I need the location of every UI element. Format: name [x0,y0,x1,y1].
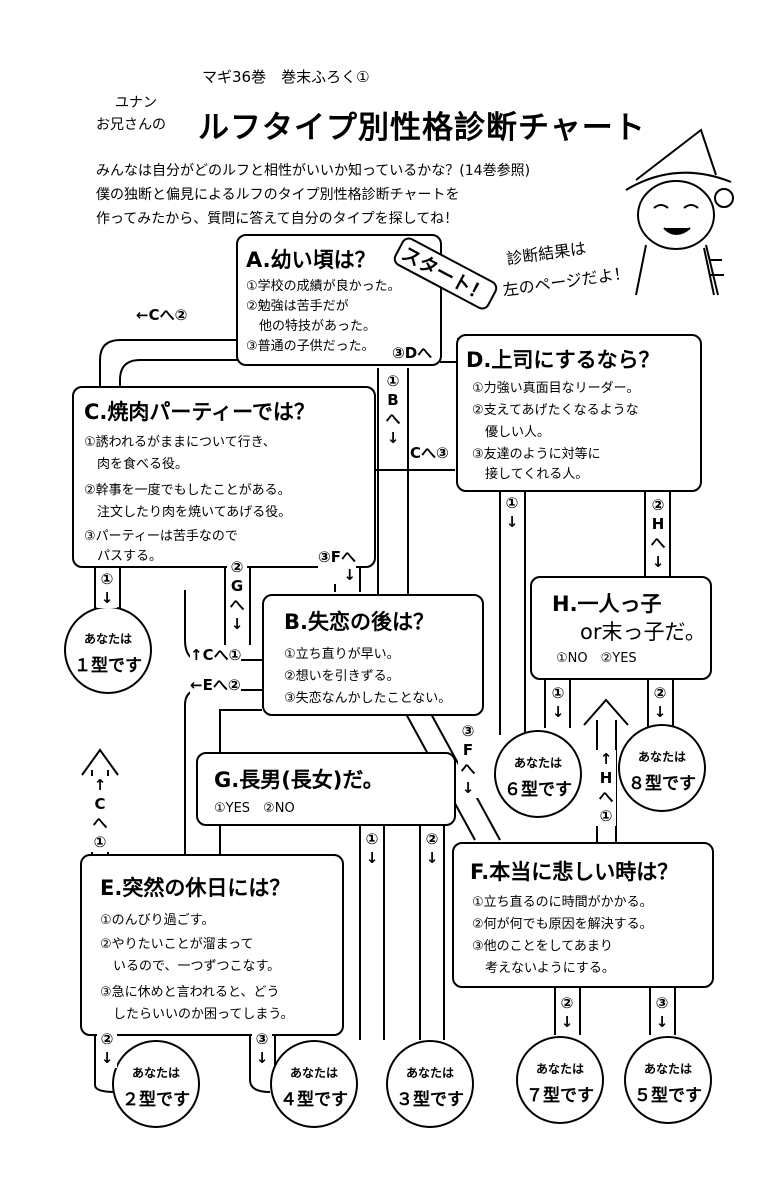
question-a-option-2b: 他の特技があった。 [246,319,377,334]
result-7-type: ７型です [526,1086,594,1106]
branch-a-1: ① B へ ↓ [383,372,403,448]
question-f-option-1: ①立ち直るのに時間がかかる。 [472,895,653,910]
question-e-option-3b: したらいいのか困ってしまう。 [100,1007,294,1022]
result-5-label: あなたは [643,1062,692,1076]
result-type-2: あなたは ２型です [112,1040,200,1128]
branch-e-3: ③ ↓ [252,1030,272,1068]
author-line-2: お兄さんの [96,117,166,133]
branch-d-3: Cへ③ [410,444,449,462]
question-b-title: B.失恋の後は？ [284,610,434,634]
question-c-option-1: ①誘われるがままについて行き、 [84,435,276,450]
question-e-option-2b: いるので、一つずつこなす。 [100,959,281,974]
branch-d-2: ② H へ ↓ [648,496,668,572]
question-f-option-3: ③他のことをしてあまり [472,939,613,954]
question-c-option-3b: パスする。 [84,549,163,564]
result-3-type: ３型です [396,1090,464,1110]
question-b-option-2: ②想いを引きずる。 [284,669,400,684]
question-c-option-3: ③パーティーは苦手なので [84,529,238,544]
branch-a-3: ③Dへ [392,344,433,362]
branch-c-2: ② G へ ↓ [227,558,247,634]
question-f-option-3b: 考えないようにする。 [472,961,615,976]
question-e-option-1: ①のんびり過ごす。 [100,913,215,928]
result-type-4: あなたは ４型です [270,1040,358,1128]
result-type-1: あなたは １型です [64,606,152,694]
question-a-option-3: ③普通の子供だった。 [246,339,375,354]
question-b-option-3: ③失恋なんかしたことない。 [284,691,452,706]
question-d-option-3b: 接してくれる人。 [472,467,589,482]
branch-f-2: ② ↓ [557,994,577,1032]
branch-h-1: ① ↓ [548,684,568,722]
question-c-option-2: ②幹事を一度でもしたことがある。 [84,483,291,498]
question-box-e [80,854,344,1036]
question-e-title: E.突然の休日には？ [100,876,291,900]
page-title: ルフタイプ別性格診断チャート [198,110,646,146]
question-e-option-2: ②やりたいことが溜まって [100,937,254,952]
branch-h-2: ② ↓ [650,684,670,722]
result-2-type: ２型です [122,1090,190,1110]
result-1-type: １型です [74,656,142,676]
branch-e-2: ② ↓ [97,1030,117,1068]
question-d-title: D.上司にするなら？ [466,348,660,372]
branch-e-to-c: ↑ C へ ① [90,776,110,852]
branch-g-2: ② ↓ [422,830,442,868]
result-2-label: あなたは [131,1066,180,1080]
question-b-option-1: ①立ち直りが早い。 [284,647,400,662]
question-box-h [530,576,712,680]
question-c-title: C.焼肉パーティーでは？ [84,400,315,424]
result-6-type: ６型です [504,780,572,800]
branch-a-2: ←Cへ② [136,306,188,324]
branch-c-1: ① ↓ [97,570,117,608]
result-8-type: ８型です [628,774,696,794]
intro-line-1: みんなは自分がどのルフと相性がいいか知っているかな？(14巻参照) [96,163,531,179]
series-label: マギ36巻 巻末ふろく① [202,68,370,86]
question-d-option-2b: 優しい人。 [472,425,551,440]
intro-line-2: 僕の独断と偏見によるルフのタイプ別性格診断チャートを [96,187,460,203]
result-3-label: あなたは [405,1066,454,1080]
branch-f-to-h: ↑ H へ ① [596,750,616,826]
result-4-label: あなたは [289,1066,338,1080]
result-7-label: あなたは [535,1062,584,1076]
question-box-c [72,386,376,568]
branch-d-1: ① ↓ [502,494,522,532]
question-box-f [452,842,714,988]
question-f-option-2: ②何が何でも原因を解決する。 [472,917,653,932]
question-g-options: ①YES ②NO [214,801,295,816]
branch-b-1: ↑Cへ① [190,646,242,664]
branch-f-3: ③ ↓ [652,994,672,1032]
author-line-1: ユナン [115,95,157,111]
result-1-label: あなたは [83,632,132,646]
result-5-type: ５型です [634,1086,702,1106]
question-a-option-2: ②勉強は苦手だが [246,299,349,314]
branch-g-1: ① ↓ [362,830,382,868]
result-type-3: あなたは ３型です [386,1040,474,1128]
branch-c-3: ③Fへ ↓ [318,548,356,584]
question-c-option-2b: 注文したり肉を焼いてあげる役。 [84,505,292,520]
question-box-d [456,334,702,492]
result-4-type: ４型です [280,1090,348,1110]
question-d-option-3: ③友達のように対等に [472,447,601,462]
result-8-label: あなたは [637,750,686,764]
intro-line-3: 作ってみたから、質問に答えて自分のタイプを探してね！ [96,211,459,227]
question-box-b [262,594,484,716]
question-h-title: H.一人っ子 [552,592,662,616]
character-illustration [625,128,734,296]
result-type-6: あなたは ６型です [494,730,582,818]
question-h-options: ①NO ②YES [556,651,637,666]
question-box-g [196,752,456,826]
result-type-8: あなたは ８型です [618,724,706,812]
question-c-option-1b: 肉を食べる役。 [84,457,189,472]
question-f-title: F.本当に悲しい時は？ [470,860,679,884]
branch-b-2: ←Eへ② [190,676,241,694]
question-a-option-1: ①学校の成績が良かった。 [246,279,401,294]
question-g-title: G.長男(長女)だ。 [214,768,384,792]
branch-b-3: ③ F へ ↓ [458,722,478,798]
question-d-option-1: ①力強い真面目なリーダー。 [472,381,640,396]
result-type-7: あなたは ７型です [516,1036,604,1124]
result-type-5: あなたは ５型です [624,1036,712,1124]
question-a-title: A.幼い頃は？ [246,248,376,272]
question-d-option-2: ②支えてあげたくなるような [472,403,639,418]
question-e-option-3: ③急に休めと言われると、どう [100,985,280,1000]
result-6-label: あなたは [513,756,562,770]
question-h-title-2: or末っ子だ。 [580,620,706,644]
